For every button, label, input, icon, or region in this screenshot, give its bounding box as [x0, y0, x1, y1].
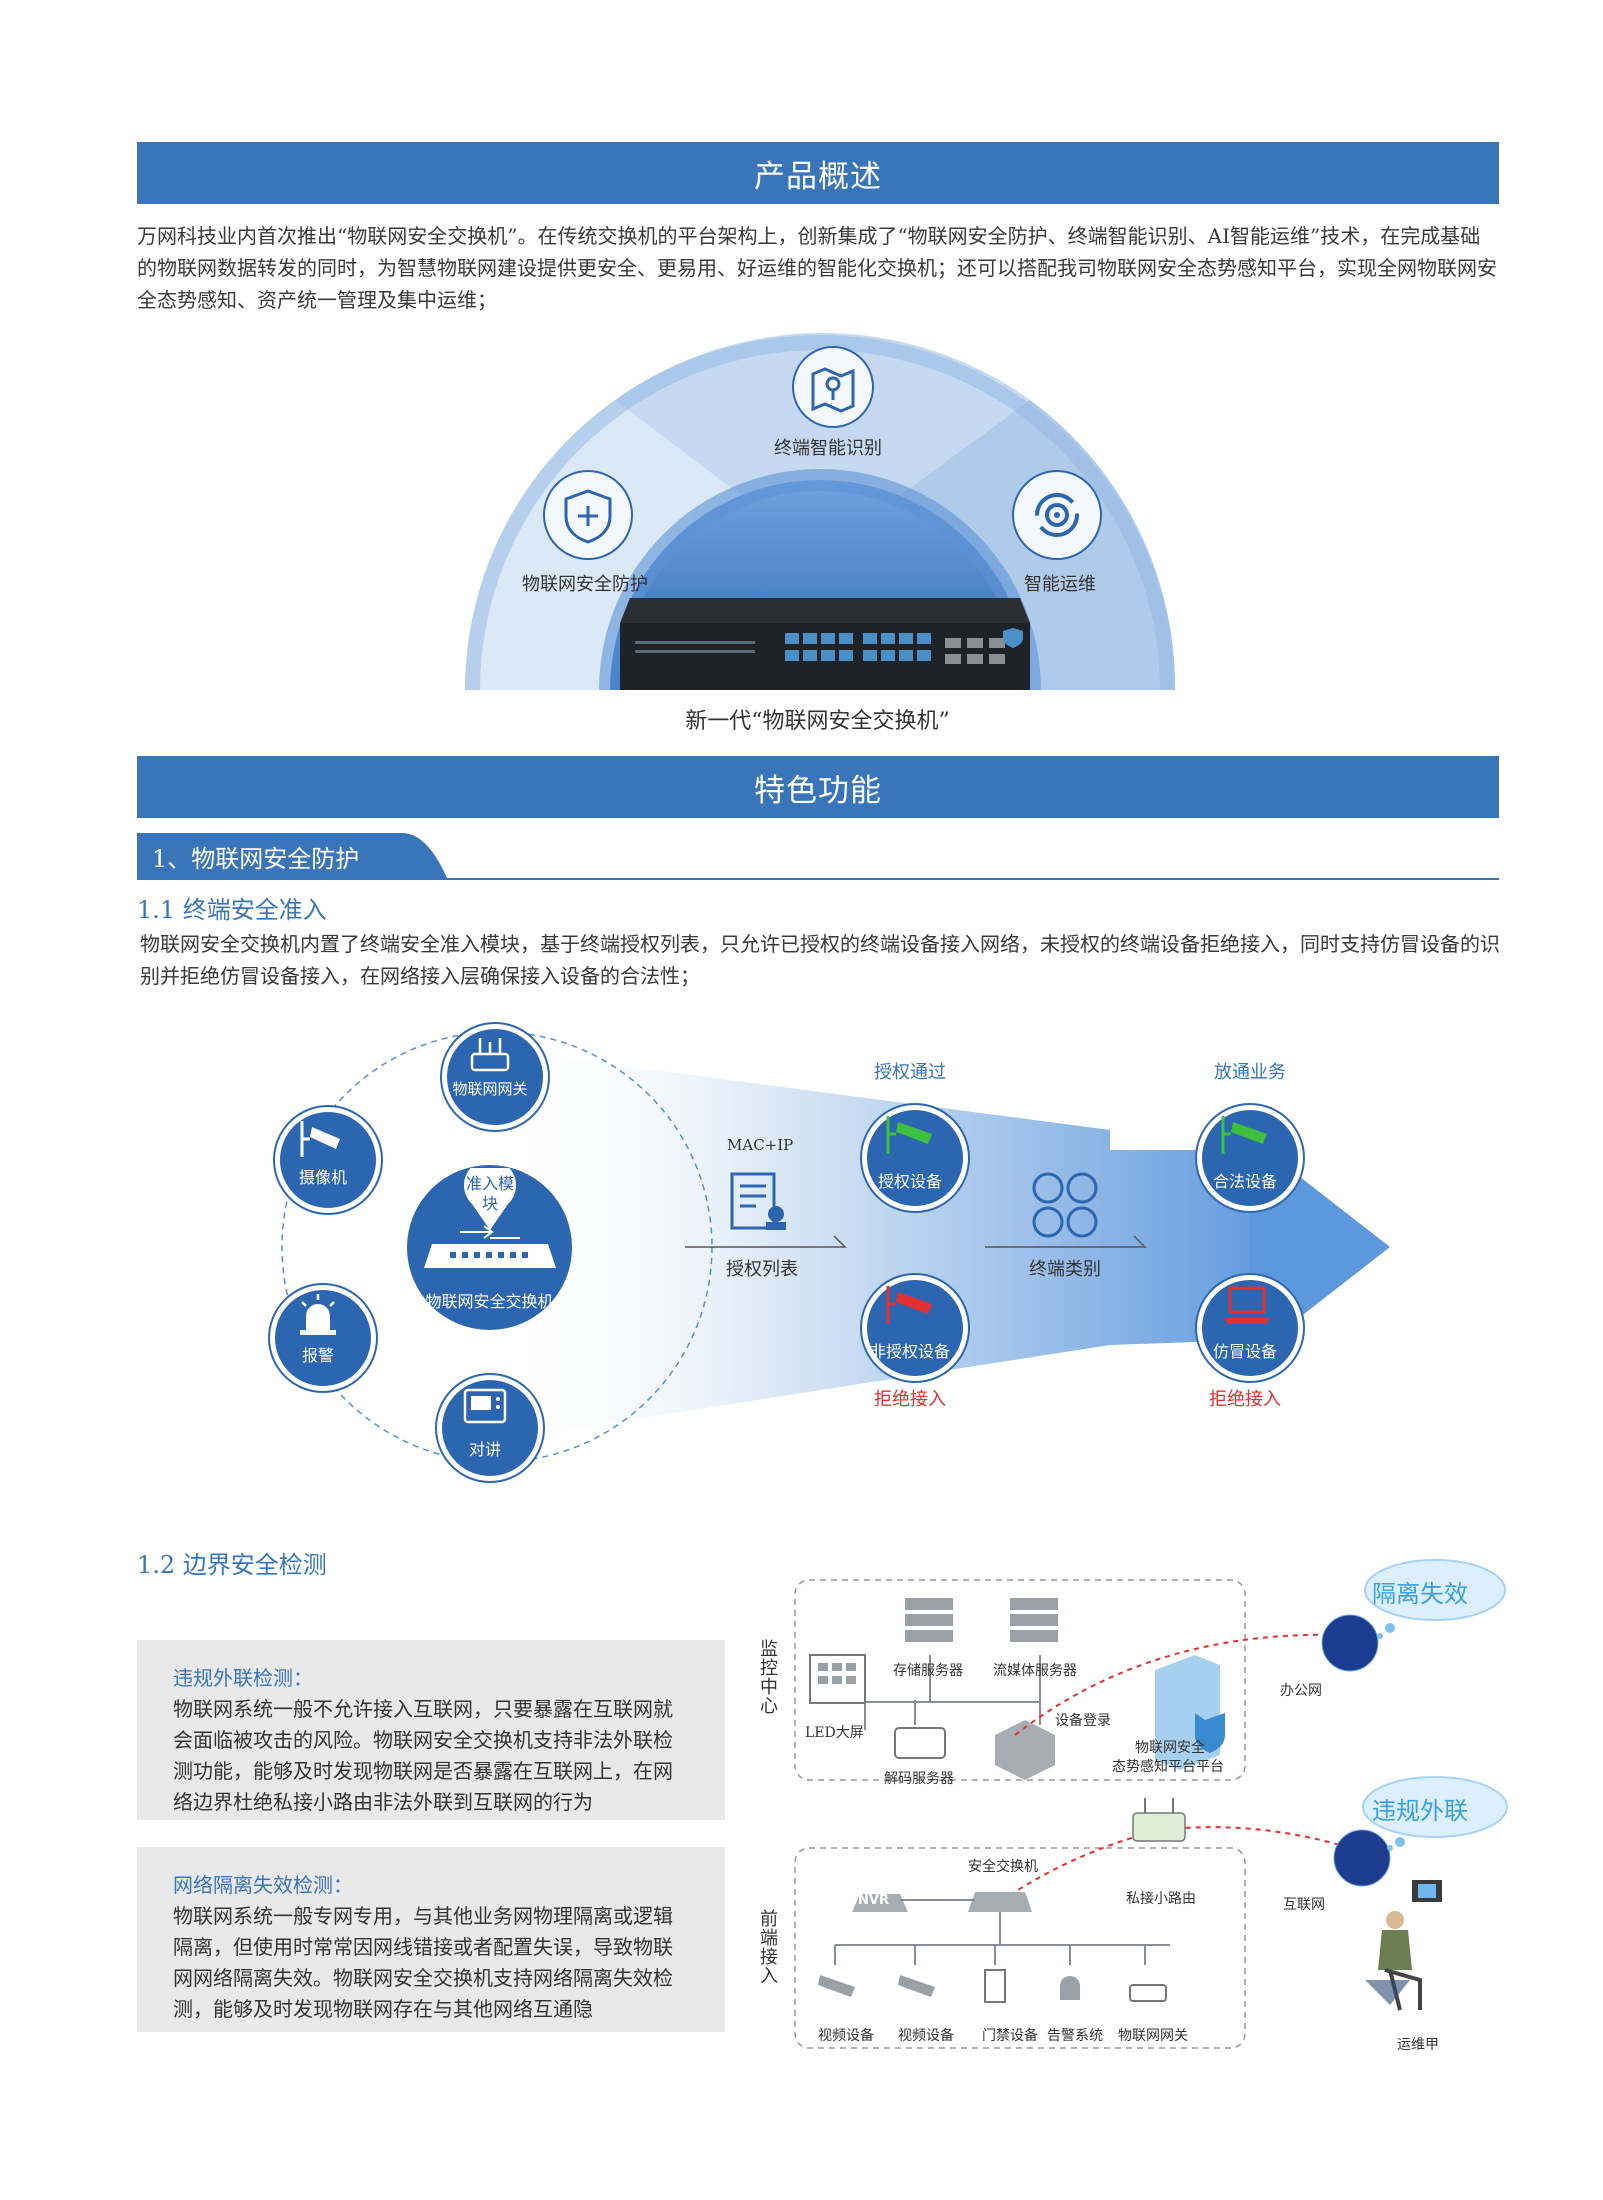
module-pin-icon: [464, 1168, 516, 1230]
sub11-paragraph: 物联网安全交换机内置了终端安全准入模块，基于终端授权列表，只允许已授权的终端设备…: [140, 932, 1500, 988]
segment-ops-label: 智能运维: [1024, 574, 1096, 595]
router-icon: [470, 1038, 510, 1072]
spoofed-label: 仿冒设备: [1212, 1342, 1277, 1361]
ops-cycle-icon: [1035, 493, 1079, 537]
switch-icon: [424, 1225, 556, 1268]
overview-title: 产品概述: [754, 158, 882, 195]
overview-title-bar: 产品概述: [137, 142, 1499, 204]
alarm-icon: [300, 1294, 336, 1335]
authorized-label: 授权设备: [877, 1172, 942, 1191]
door-label: 门禁设备: [982, 2028, 1038, 2044]
center-label: 物联网安全交换机: [425, 1292, 554, 1311]
alarm-node: [270, 1285, 376, 1391]
outreach-box: 违规外联检测： 物联网系统一般不允许接入互联网，只要暴露在互联网就会面临被攻击的…: [137, 1640, 725, 1820]
terminal-type-label: 终端类别: [1029, 1259, 1101, 1280]
isolation-box-title: 网络隔离失效检测：: [173, 1873, 353, 1897]
login-label: 设备登录: [1055, 1713, 1111, 1729]
sub11-title: 1.1 终端安全准入: [137, 896, 327, 924]
segment-security-label: 物联网安全防护: [522, 574, 648, 595]
center-badge: 准入模块: [465, 1174, 514, 1213]
intercom-label: 对讲: [468, 1440, 501, 1459]
reject-label-1: 拒绝接入: [874, 1389, 946, 1410]
iot-gateway-label: 物联网网关: [1118, 2028, 1188, 2044]
isolation-box-body: 物联网系统一般专网专用，与其他业务网物理隔离或逻辑隔离，但使用时常常因网线错接或…: [173, 1904, 673, 2021]
decoder-label: 解码服务器: [884, 1771, 954, 1787]
platform-label-2: 态势感知平台平台: [1112, 1759, 1224, 1775]
segment-recognition-label: 终端智能识别: [774, 438, 882, 459]
auth-header: 授权通过: [874, 1062, 946, 1083]
shield-plus-icon: [564, 489, 612, 544]
alarm-sys-label: 告警系统: [1047, 2028, 1103, 2044]
auth-list-icon: [730, 1172, 786, 1230]
illegal-outreach-cloud: 违规外联: [1372, 1797, 1468, 1825]
led-label: LED大屏: [805, 1725, 864, 1741]
section1-tab: 1、物联网安全防护: [152, 845, 360, 873]
unauthorized-label: 非授权设备: [869, 1342, 950, 1361]
intercom-icon: [463, 1388, 507, 1424]
operator-label: 运维甲: [1397, 2037, 1439, 2053]
topology-graphics: [794, 1559, 1508, 2049]
video-label-2: 视频设备: [898, 2028, 954, 2044]
map-pin-icon: [811, 367, 855, 413]
camera-node: [275, 1107, 381, 1213]
gateway-node: [442, 1024, 548, 1130]
camera-icon: [300, 1121, 340, 1157]
authorized-node: [862, 1105, 968, 1211]
alarm-label: 报警: [301, 1346, 334, 1365]
front-access-label: 前端接入: [760, 1909, 778, 1987]
mac-ip-label: MAC+IP: [727, 1136, 794, 1154]
router-label: 私接小路由: [1126, 1891, 1196, 1907]
monitor-center-label: 监控中心: [760, 1639, 778, 1717]
legal-label: 合法设备: [1212, 1172, 1277, 1191]
pass-header: 放通业务: [1214, 1062, 1286, 1083]
platform-label-1: 物联网安全: [1135, 1740, 1205, 1756]
video-label-1: 视频设备: [818, 2028, 874, 2044]
overview-caption: 新一代“物联网安全交换机”: [685, 709, 950, 734]
overview-paragraph: 万网科技业内首次推出“物联网安全交换机”。在传统交换机的平台架构上，创新集成了“…: [137, 224, 1497, 312]
outreach-box-body: 物联网系统一般不允许接入互联网，只要暴露在互联网就会面临被攻击的风险。物联网安全…: [173, 1697, 673, 1814]
isolation-fail-cloud: 隔离失效: [1372, 1580, 1468, 1608]
streaming-label: 流媒体服务器: [993, 1663, 1077, 1679]
sec-switch-label: 安全交换机: [968, 1859, 1038, 1875]
green-camera-icon: [886, 1116, 932, 1154]
features-title: 特色功能: [754, 772, 882, 809]
isolation-box: 网络隔离失效检测： 物联网系统一般专网专用，与其他业务网物理隔离或逻辑隔离，但使…: [137, 1847, 725, 2032]
office-net-label: 办公网: [1280, 1683, 1322, 1699]
gateway-label: 物联网网关: [452, 1080, 528, 1098]
storage-label: 存储服务器: [893, 1663, 963, 1679]
auth-list-label: 授权列表: [726, 1259, 798, 1280]
legal-node: [1197, 1105, 1303, 1211]
camera-label: 摄像机: [298, 1168, 347, 1187]
sub12-title: 1.2 边界安全检测: [137, 1551, 327, 1579]
red-camera-icon: [886, 1286, 932, 1324]
intercom-node: [437, 1375, 543, 1481]
spoofed-laptop-icon: [1224, 1286, 1270, 1324]
terminal-type-icon: [1032, 1172, 1098, 1238]
switch-product-image: [620, 598, 1030, 690]
internet-label: 互联网: [1283, 1897, 1325, 1913]
section1-tab-shape: [137, 833, 1499, 880]
unauthorized-node: [862, 1275, 968, 1381]
features-title-bar: 特色功能: [137, 756, 1499, 818]
spoofed-node: [1197, 1275, 1303, 1381]
legal-camera-icon: [1221, 1116, 1267, 1154]
nvr-label: NVR: [858, 1893, 889, 1908]
reject-label-2: 拒绝接入: [1209, 1389, 1281, 1410]
outreach-box-title: 违规外联检测：: [173, 1666, 313, 1690]
